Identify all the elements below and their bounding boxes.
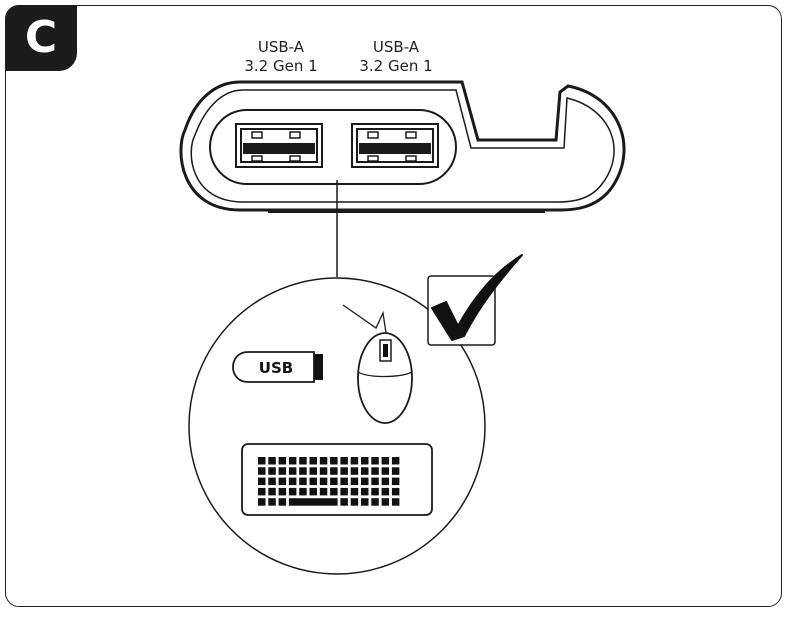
keyboard-key bbox=[391, 457, 400, 465]
keyboard-key bbox=[278, 467, 287, 475]
port-spec-2: 3.2 Gen 1 bbox=[359, 57, 433, 75]
keyboard-key bbox=[268, 467, 276, 475]
keyboard-key bbox=[288, 457, 297, 465]
keyboard-key bbox=[361, 477, 369, 486]
keyboard-key bbox=[278, 457, 287, 465]
keyboard-key bbox=[340, 457, 348, 465]
keyboard-key bbox=[330, 477, 338, 486]
keyboard-key bbox=[340, 487, 348, 496]
keyboard-key bbox=[371, 467, 379, 475]
keyboard-key bbox=[299, 467, 307, 475]
keyboard-key bbox=[288, 498, 338, 506]
keyboard-key bbox=[319, 457, 328, 465]
keyboard-key bbox=[330, 457, 338, 465]
keyboard-key bbox=[350, 467, 359, 475]
keyboard-key bbox=[350, 487, 359, 496]
keyboard-key bbox=[268, 487, 276, 496]
keyboard-key bbox=[330, 487, 338, 496]
mouse-icon bbox=[342, 304, 413, 424]
keyboard-key bbox=[319, 487, 328, 496]
usb-a-port-2 bbox=[351, 123, 439, 168]
keyboard-key bbox=[340, 467, 348, 475]
keyboard-key bbox=[361, 498, 369, 506]
checkmark-icon bbox=[427, 254, 523, 346]
keyboard-key bbox=[319, 467, 328, 475]
port-type-1: USB-A bbox=[257, 38, 305, 56]
keyboard-key bbox=[258, 457, 266, 465]
step-badge: C bbox=[5, 5, 77, 71]
keyboard-key bbox=[350, 477, 359, 486]
keyboard-key bbox=[330, 467, 338, 475]
figure-frame bbox=[5, 5, 782, 607]
usb-a-port-1 bbox=[235, 123, 323, 168]
keyboard-key bbox=[309, 487, 317, 496]
keyboard-key bbox=[391, 467, 400, 475]
keyboard-key bbox=[340, 477, 348, 486]
keyboard-key bbox=[361, 467, 369, 475]
keyboard-key bbox=[258, 498, 266, 506]
port-type-2: USB-A bbox=[372, 38, 420, 56]
port-spec-1: 3.2 Gen 1 bbox=[244, 57, 318, 75]
keyboard-key bbox=[319, 477, 328, 486]
port-label-1: USB-A 3.2 Gen 1 bbox=[226, 38, 336, 76]
keyboard-key bbox=[381, 487, 390, 496]
keyboard-key bbox=[258, 467, 266, 475]
keyboard-key bbox=[299, 487, 307, 496]
keyboard-key bbox=[371, 487, 379, 496]
keyboard-key bbox=[309, 477, 317, 486]
keyboard-icon bbox=[241, 443, 433, 516]
keyboard-key bbox=[278, 498, 287, 506]
keyboard-key bbox=[361, 487, 369, 496]
keyboard-key bbox=[309, 457, 317, 465]
keyboard-key bbox=[278, 477, 287, 486]
keyboard-key bbox=[381, 498, 390, 506]
keyboard-key bbox=[288, 467, 297, 475]
keyboard-key bbox=[278, 487, 287, 496]
keyboard-key bbox=[350, 457, 359, 465]
keyboard-key bbox=[268, 498, 276, 506]
keyboard-key bbox=[299, 457, 307, 465]
keyboard-key bbox=[391, 498, 400, 506]
keyboard-key bbox=[391, 477, 400, 486]
keyboard-key bbox=[361, 457, 369, 465]
keyboard-key bbox=[288, 487, 297, 496]
keyboard-key bbox=[258, 477, 266, 486]
keyboard-key bbox=[299, 477, 307, 486]
keyboard-key bbox=[381, 467, 390, 475]
keyboard-key bbox=[268, 457, 276, 465]
hub-device bbox=[179, 80, 626, 213]
keyboard-key bbox=[371, 498, 379, 506]
port-label-2: USB-A 3.2 Gen 1 bbox=[341, 38, 451, 76]
keyboard-key bbox=[371, 457, 379, 465]
keyboard-key bbox=[371, 477, 379, 486]
usb-stick-label: USB bbox=[259, 359, 293, 377]
usb-stick-icon: USB bbox=[232, 351, 323, 383]
keyboard-key bbox=[268, 477, 276, 486]
keyboard-key bbox=[381, 457, 390, 465]
keyboard-key bbox=[391, 487, 400, 496]
step-letter: C bbox=[24, 12, 58, 63]
keyboard-key bbox=[381, 477, 390, 486]
keyboard-key bbox=[350, 498, 359, 506]
keyboard-key bbox=[340, 498, 348, 506]
keyboard-key bbox=[258, 487, 266, 496]
keyboard-key bbox=[309, 467, 317, 475]
keyboard-key bbox=[288, 477, 297, 486]
